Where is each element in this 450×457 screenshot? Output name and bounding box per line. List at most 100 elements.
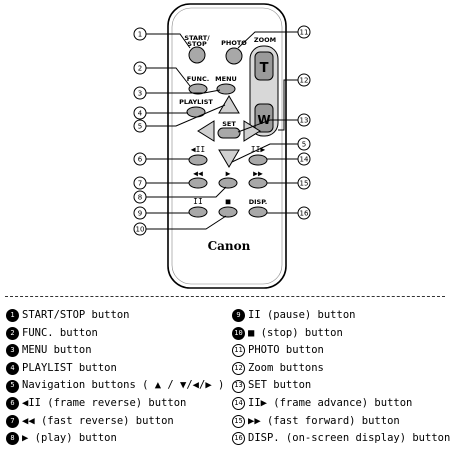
callout-11: 11 bbox=[297, 25, 311, 39]
callout-14: 14 bbox=[297, 152, 311, 166]
play-icon: ▶ bbox=[226, 169, 231, 178]
svg-text:1: 1 bbox=[138, 31, 142, 39]
remote-inner-edge bbox=[171, 7, 283, 285]
svg-text:11: 11 bbox=[300, 29, 309, 37]
legend-text: Navigation buttons ( ▲ / ▼/◀/▶ ) bbox=[22, 379, 225, 392]
func-label: FUNC. bbox=[187, 75, 209, 83]
callout-6: 6 bbox=[133, 152, 147, 166]
legend-text: II▶ (frame advance) button bbox=[248, 396, 413, 409]
legend-number: 15 bbox=[232, 414, 245, 428]
nav-left-button[interactable] bbox=[197, 120, 215, 142]
svg-text:16: 16 bbox=[300, 210, 309, 218]
legend-text: PHOTO button bbox=[248, 344, 324, 357]
callout-15: 15 bbox=[297, 176, 311, 190]
zoom-wide-button[interactable] bbox=[254, 103, 274, 133]
disp-button[interactable] bbox=[248, 206, 268, 218]
leader-11 bbox=[237, 31, 298, 49]
legend-number: 2 bbox=[6, 326, 19, 340]
photo-label: PHOTO bbox=[221, 39, 247, 47]
zoom-tele-button[interactable] bbox=[254, 51, 274, 81]
leader-lines bbox=[146, 31, 298, 230]
frame-reverse-button[interactable] bbox=[188, 154, 208, 166]
legend-number: 1 bbox=[6, 309, 19, 323]
remote-diagram: START/ STOP PHOTO ZOOM T W FUNC. MENU PL… bbox=[133, 3, 311, 289]
callout-9: 9 bbox=[133, 206, 147, 220]
stop-icon: ■ bbox=[226, 197, 231, 206]
stop-button[interactable] bbox=[218, 206, 238, 218]
svg-text:5: 5 bbox=[302, 141, 306, 149]
callout-8: 8 bbox=[133, 190, 147, 204]
legend-number: 4 bbox=[6, 362, 19, 376]
leader-3 bbox=[146, 89, 221, 94]
callouts: 1 2 3 4 5 6 7 8 9 10 11 12 13 5 14 15 16 bbox=[133, 25, 311, 236]
nav-up-button[interactable] bbox=[218, 95, 240, 114]
fast-forward-icon: ▶▶ bbox=[253, 169, 263, 178]
func-button[interactable] bbox=[188, 83, 208, 95]
playlist-label: PLAYLIST bbox=[179, 98, 213, 106]
pause-button[interactable] bbox=[188, 206, 208, 218]
nav-down-button[interactable] bbox=[218, 149, 240, 168]
svg-text:12: 12 bbox=[300, 77, 309, 85]
legend-text: ◀II (frame reverse) button bbox=[22, 396, 187, 409]
svg-text:14: 14 bbox=[300, 156, 309, 164]
nav-right-button[interactable] bbox=[243, 120, 261, 142]
legend-text: ■ (stop) button bbox=[248, 326, 343, 339]
set-button[interactable] bbox=[217, 127, 241, 139]
play-button[interactable] bbox=[218, 177, 238, 189]
leader-12 bbox=[278, 79, 298, 131]
callout-7: 7 bbox=[133, 176, 147, 190]
disp-label: DISP. bbox=[249, 198, 268, 206]
legend-number: 11 bbox=[232, 344, 245, 358]
legend-text: FUNC. button bbox=[22, 326, 98, 339]
leader-13 bbox=[237, 119, 298, 133]
callout-12: 12 bbox=[297, 73, 311, 87]
legend-text: SET button bbox=[248, 379, 312, 392]
callout-1: 1 bbox=[133, 27, 147, 41]
leader-10 bbox=[146, 215, 227, 230]
callout-2: 2 bbox=[133, 61, 147, 75]
svg-text:4: 4 bbox=[138, 110, 143, 118]
zoom-label: ZOOM bbox=[254, 36, 276, 44]
legend-text: ▶ (play) button bbox=[22, 432, 117, 445]
legend-text: II (pause) button bbox=[248, 309, 356, 321]
leader-1 bbox=[146, 33, 191, 49]
legend-number: 8 bbox=[6, 432, 19, 446]
leader-5l bbox=[146, 104, 226, 127]
set-label: SET bbox=[222, 120, 236, 128]
menu-button[interactable] bbox=[216, 83, 236, 95]
legend-item: 10■ (stop) button bbox=[232, 325, 450, 343]
legend-text: ◀◀ (fast reverse) button bbox=[22, 414, 174, 427]
legend-number: 9 bbox=[232, 309, 245, 323]
svg-text:5: 5 bbox=[138, 123, 142, 131]
frame-advance-button[interactable] bbox=[248, 154, 268, 166]
svg-text:10: 10 bbox=[136, 226, 145, 234]
fast-reverse-icon: ◀◀ bbox=[193, 169, 203, 178]
svg-text:3: 3 bbox=[138, 90, 142, 98]
legend-number: 12 bbox=[232, 362, 245, 376]
menu-label: MENU bbox=[215, 75, 237, 83]
start-stop-button[interactable] bbox=[188, 46, 206, 64]
legend-number: 5 bbox=[6, 379, 19, 393]
fast-reverse-button[interactable] bbox=[188, 177, 208, 189]
svg-text:8: 8 bbox=[138, 194, 142, 202]
callout-4: 4 bbox=[133, 106, 147, 120]
callout-13: 13 bbox=[297, 113, 311, 127]
fast-forward-button[interactable] bbox=[248, 177, 268, 189]
photo-button[interactable] bbox=[225, 47, 243, 65]
legend-text: DISP. (on-screen display) button bbox=[248, 432, 450, 445]
svg-text:7: 7 bbox=[138, 180, 142, 188]
brand-logo: Canon bbox=[208, 239, 251, 253]
legend-item: 8▶ (play) button bbox=[6, 430, 224, 448]
playlist-button[interactable] bbox=[186, 106, 206, 118]
